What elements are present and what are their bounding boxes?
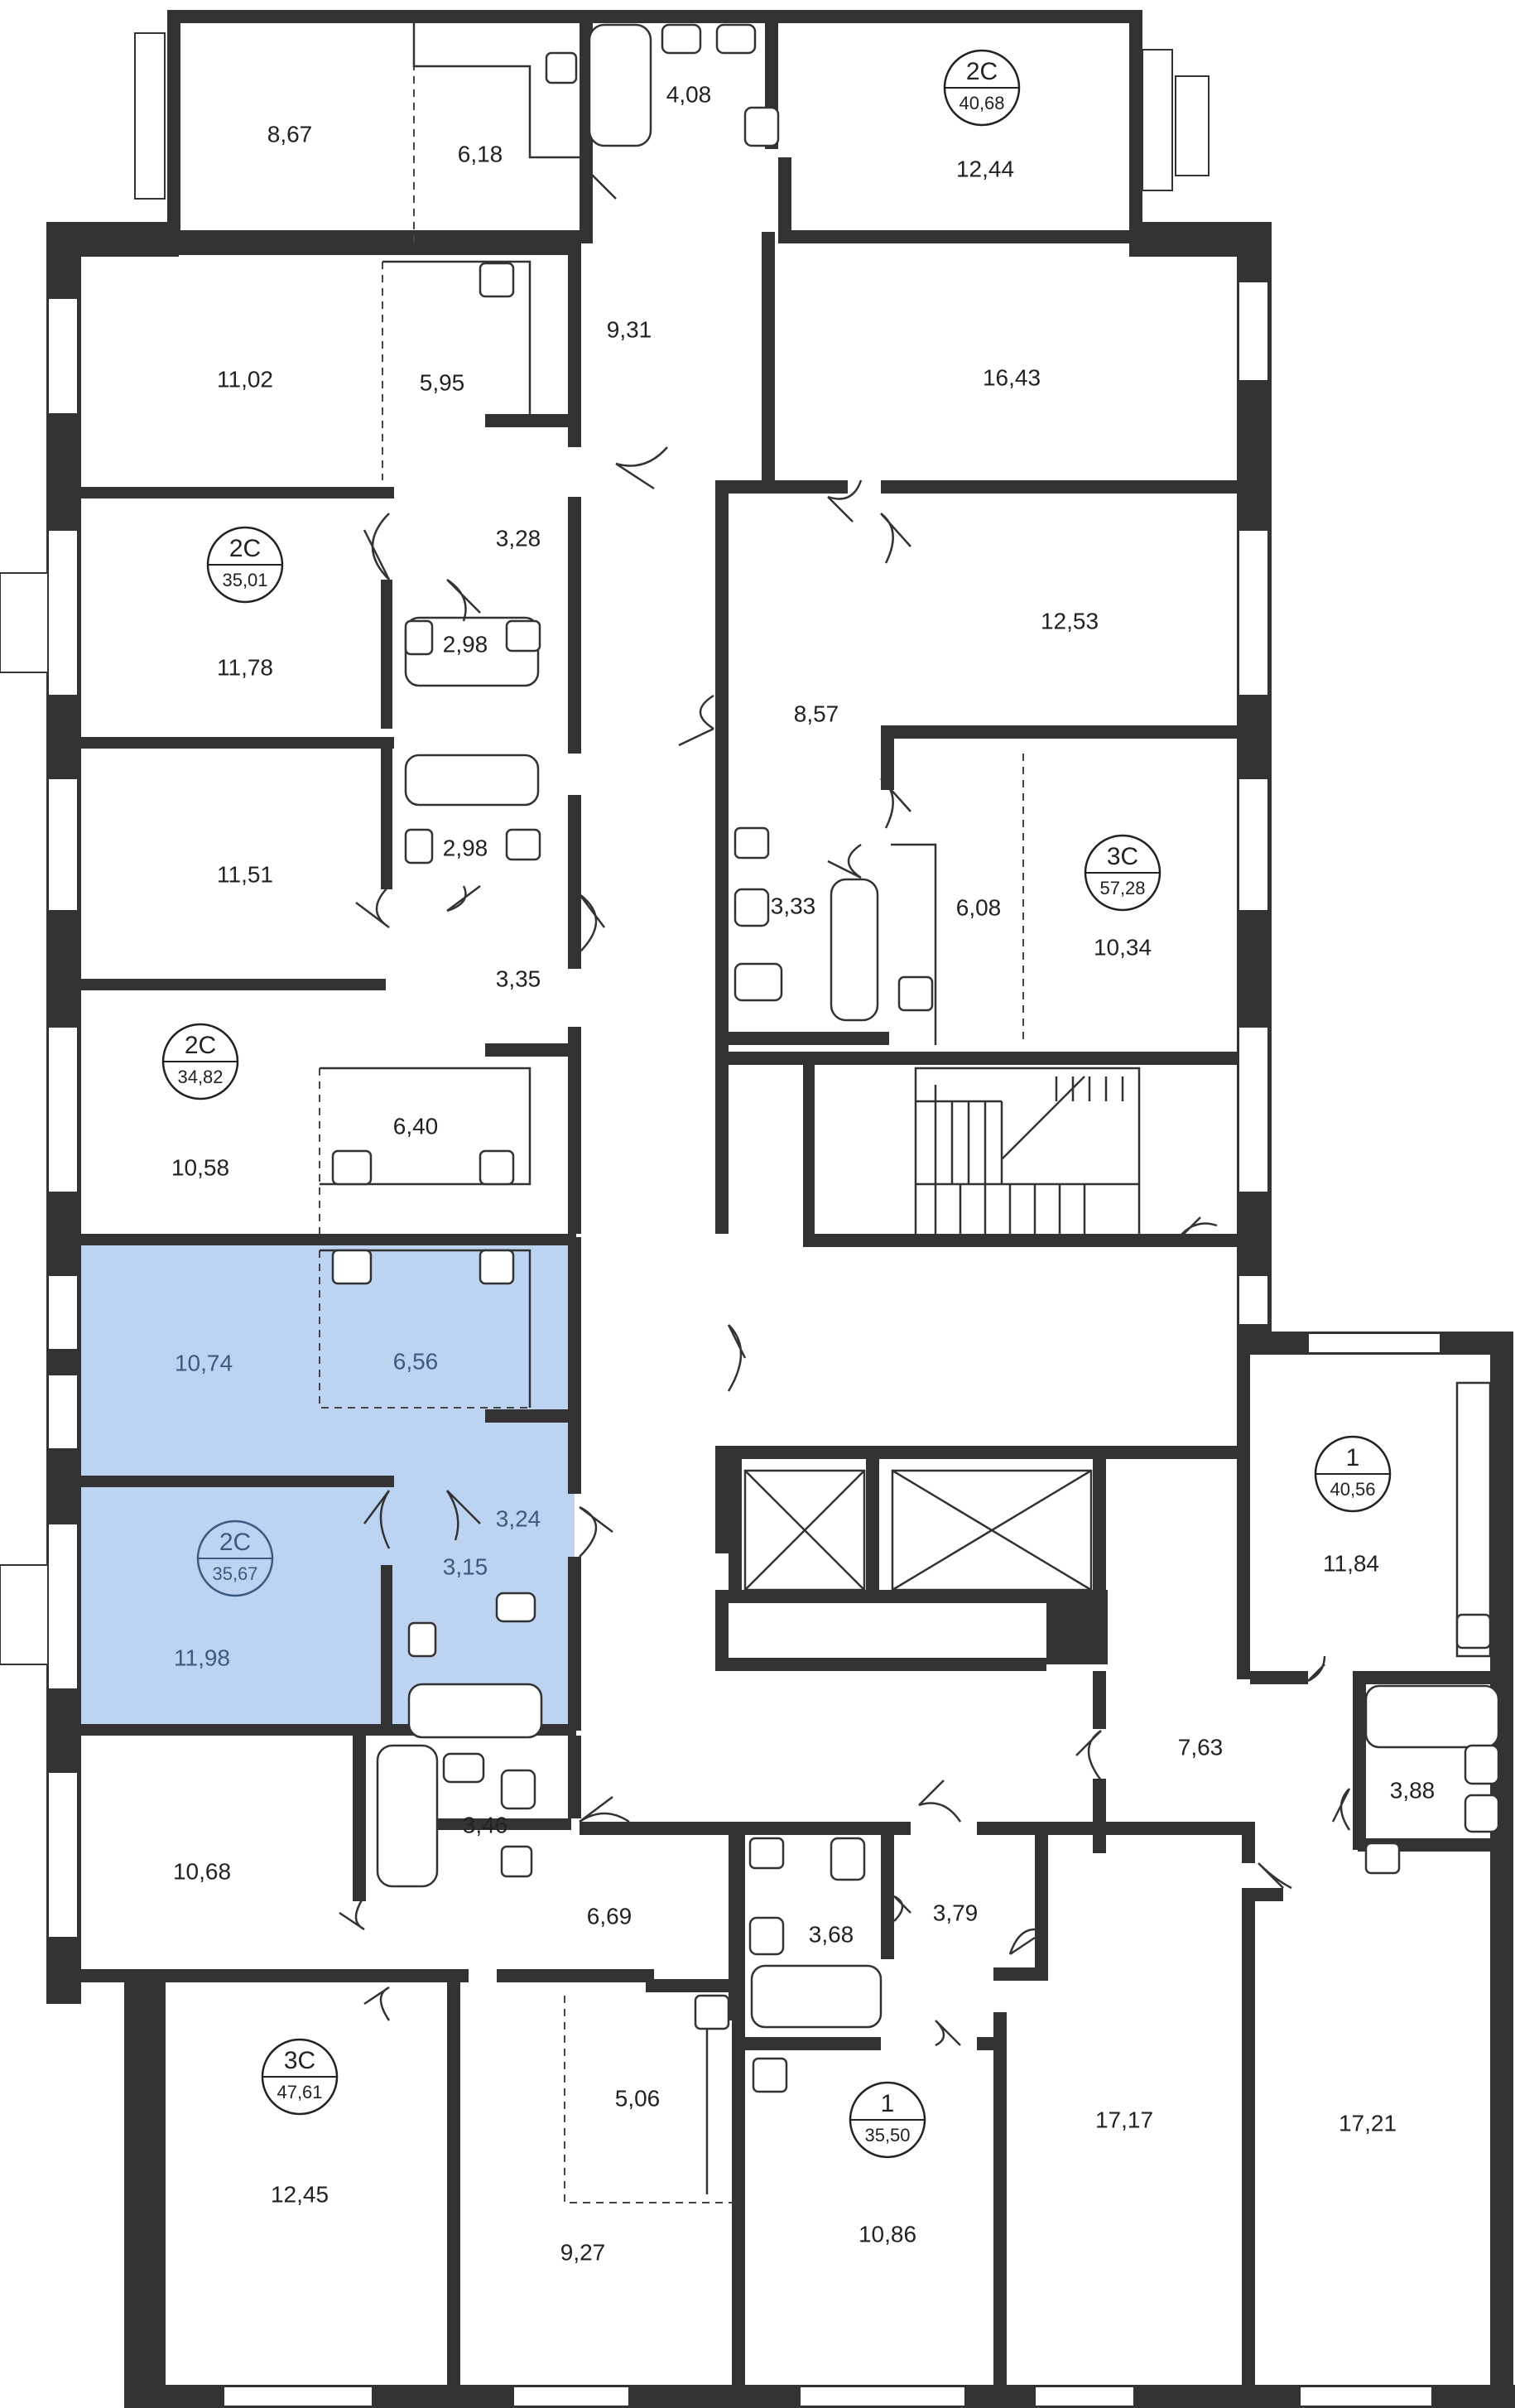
walls bbox=[46, 10, 1515, 2408]
room-area: 17,17 bbox=[1095, 2107, 1153, 2132]
room-area: 12,53 bbox=[1041, 608, 1099, 633]
apartment-total-area: 35,50 bbox=[864, 2125, 910, 2146]
apartment-type: 2С bbox=[966, 58, 998, 85]
room-area: 10,86 bbox=[858, 2221, 916, 2247]
room-area: 3,46 bbox=[463, 1812, 508, 1837]
apartment-badge[interactable]: 2С 34,82 bbox=[161, 1023, 239, 1100]
room-labels: 8,67 6,18 4,08 12,44 11,02 5,95 9,31 16,… bbox=[171, 81, 1435, 2265]
room-area: 9,31 bbox=[607, 316, 652, 342]
room-area: 10,68 bbox=[173, 1858, 231, 1884]
room-area: 2,98 bbox=[443, 835, 488, 860]
room-area: 10,58 bbox=[171, 1154, 229, 1180]
apartment-badge[interactable]: 3С 57,28 bbox=[1084, 834, 1162, 912]
room-area: 3,24 bbox=[496, 1505, 541, 1531]
apartment-badge[interactable]: 3С 47,61 bbox=[261, 2038, 339, 2116]
doors bbox=[339, 165, 1351, 2047]
apartment-type: 2С bbox=[229, 535, 261, 562]
room-area: 9,27 bbox=[560, 2239, 606, 2265]
sanitary-fixtures bbox=[331, 23, 1500, 2093]
apartment-total-area: 34,82 bbox=[177, 1067, 223, 1087]
room-area: 5,95 bbox=[420, 369, 465, 395]
apartment-badge[interactable]: 1 40,56 bbox=[1314, 1435, 1392, 1513]
apartment-total-area: 35,01 bbox=[222, 570, 267, 590]
apartment-type: 2С bbox=[185, 1032, 216, 1059]
room-area: 6,18 bbox=[458, 141, 503, 166]
apartment-total-area: 47,61 bbox=[277, 2082, 322, 2102]
apartment-total-area: 40,56 bbox=[1330, 1479, 1375, 1500]
room-area: 3,15 bbox=[443, 1553, 488, 1579]
room-area: 5,06 bbox=[615, 2085, 661, 2111]
windows bbox=[0, 32, 1441, 2408]
room-area: 6,08 bbox=[956, 894, 1002, 920]
room-area: 17,21 bbox=[1339, 2110, 1397, 2136]
apartment-badge[interactable]: 2С 35,67 bbox=[196, 1519, 274, 1597]
apartment-badge[interactable]: 2С 40,68 bbox=[943, 49, 1021, 127]
room-area: 3,88 bbox=[1390, 1777, 1436, 1803]
apartment-total-area: 57,28 bbox=[1099, 878, 1145, 898]
room-area: 10,74 bbox=[175, 1350, 233, 1375]
apartment-type: 1 bbox=[1346, 1444, 1360, 1471]
apartment-badges: 2С 40,68 2С 35,01 2С 34,82 2С 35,67 3С 4… bbox=[161, 49, 1392, 2159]
apartment-total-area: 40,68 bbox=[959, 93, 1004, 113]
apartment-type: 3С bbox=[1107, 843, 1138, 870]
elevators bbox=[743, 1469, 1093, 1592]
room-area: 8,67 bbox=[267, 121, 313, 147]
room-area: 3,35 bbox=[496, 966, 541, 991]
room-area: 12,45 bbox=[271, 2181, 329, 2207]
zone-dividers bbox=[319, 23, 1024, 2203]
room-area: 8,57 bbox=[794, 701, 839, 726]
room-area: 11,84 bbox=[1323, 1550, 1379, 1576]
room-area: 11,51 bbox=[217, 861, 273, 887]
room-area: 12,44 bbox=[956, 156, 1014, 181]
room-area: 3,28 bbox=[496, 525, 541, 551]
apartment-badge[interactable]: 2С 35,01 bbox=[206, 526, 284, 604]
room-area: 4,08 bbox=[666, 81, 712, 107]
room-area: 11,98 bbox=[174, 1645, 230, 1670]
room-area: 11,02 bbox=[217, 366, 273, 392]
room-area: 16,43 bbox=[983, 364, 1041, 390]
apartment-type: 3С bbox=[284, 2047, 315, 2074]
room-area: 6,56 bbox=[393, 1348, 439, 1374]
room-area: 3,68 bbox=[809, 1921, 854, 1947]
apartment-type: 2С bbox=[219, 1529, 251, 1556]
apartment-total-area: 35,67 bbox=[212, 1563, 257, 1584]
room-area: 7,63 bbox=[1178, 1734, 1224, 1760]
room-area: 2,98 bbox=[443, 631, 488, 657]
apartment-badge[interactable]: 1 35,50 bbox=[849, 2081, 926, 2159]
staircase bbox=[914, 1067, 1141, 1240]
room-area: 3,79 bbox=[933, 1900, 979, 1925]
room-area: 3,33 bbox=[771, 893, 816, 918]
apartment-type: 1 bbox=[881, 2090, 895, 2117]
room-area: 11,78 bbox=[217, 654, 273, 680]
room-area: 6,69 bbox=[587, 1903, 632, 1929]
room-area: 6,40 bbox=[393, 1113, 439, 1139]
fixtures-outlines bbox=[320, 23, 1492, 2194]
room-area: 10,34 bbox=[1094, 934, 1152, 960]
